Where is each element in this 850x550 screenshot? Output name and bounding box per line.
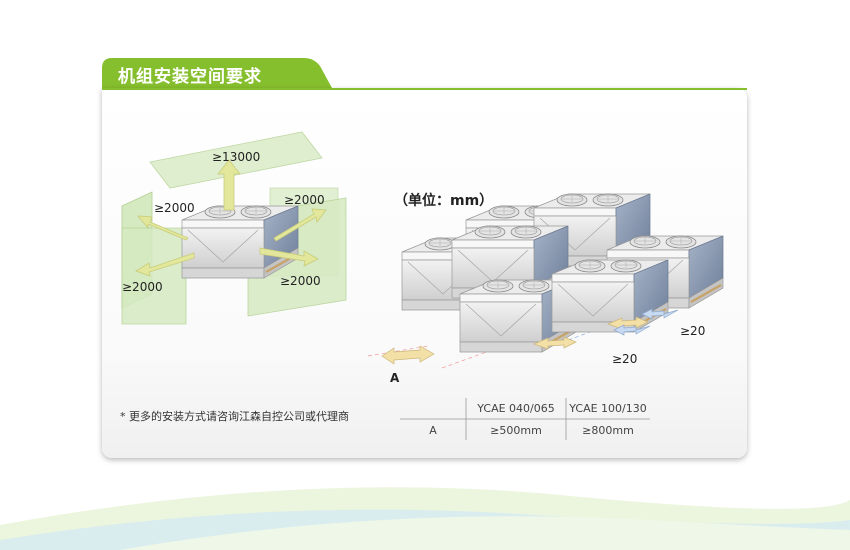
- section-tab: 机组安装空间要求: [102, 58, 332, 88]
- table-header-ycae-040-065: YCAE 040/065: [477, 402, 555, 415]
- label-left-upper-clearance: ≥2000: [154, 201, 195, 215]
- label-top-clearance: ≥13000: [212, 150, 261, 164]
- label-right-upper-clearance: ≥2000: [284, 193, 325, 207]
- footnote: * 更多的安装方式请咨询江森自控公司或代理商: [120, 410, 349, 423]
- multi-unit-diagram: [367, 194, 723, 369]
- table-cell-value: ≥800mm: [582, 424, 634, 437]
- label-right-lower-clearance: ≥2000: [280, 274, 321, 288]
- spec-table: YCAE 040/065 YCAE 100/130 A ≥500mm ≥800m…: [400, 398, 650, 440]
- installation-diagrams: [121, 131, 747, 369]
- label-spacing-lower: ≥20: [612, 352, 638, 366]
- unit-label: （单位：mm）: [394, 193, 494, 209]
- label-dimension-a: A: [390, 371, 400, 385]
- content-panel: ≥13000 ≥2000 ≥2000 ≥2000 ≥2000 （单位：mm） ≥…: [102, 88, 747, 458]
- clearance-diagram: [121, 131, 347, 325]
- table-row-label: A: [429, 424, 437, 437]
- panel-accent-line: [102, 88, 747, 90]
- label-left-lower-clearance: ≥2000: [122, 280, 163, 294]
- table-cell-value: ≥500mm: [490, 424, 542, 437]
- section-title: 机组安装空间要求: [118, 67, 262, 87]
- label-spacing-upper: ≥20: [680, 324, 706, 338]
- table-header-ycae-100-130: YCAE 100/130: [569, 402, 647, 415]
